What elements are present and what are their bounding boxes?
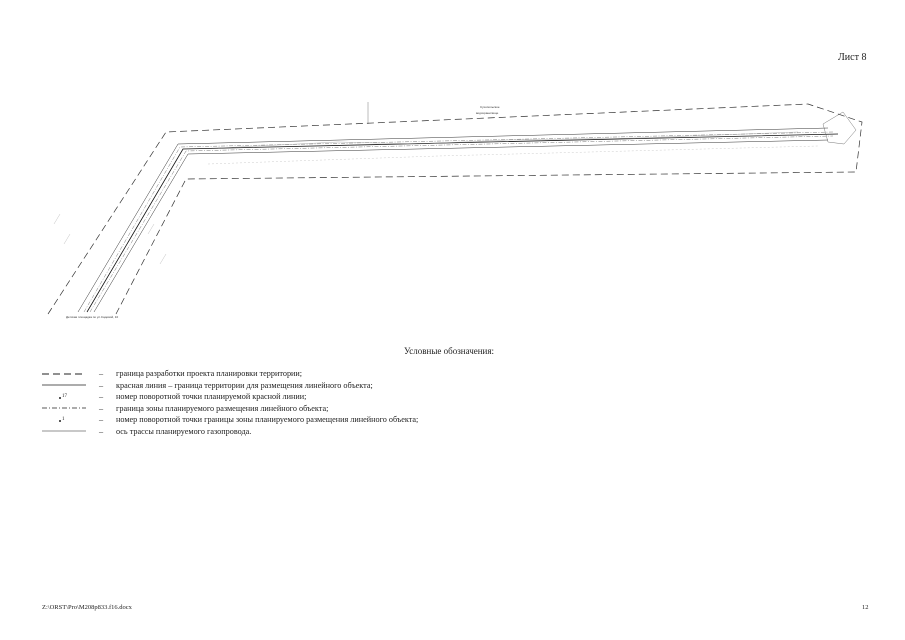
contour <box>53 213 167 265</box>
red-line-upper <box>77 127 829 313</box>
dash-dot-line-symbol <box>42 407 86 409</box>
road-edge <box>217 131 799 149</box>
legend-title: Условные обозначения: <box>404 346 495 356</box>
legend-item-text: граница разработки проекта планировки те… <box>116 369 303 379</box>
legend-item: 1 – номер поворотной точки границы зоны … <box>42 414 742 426</box>
footer-file-path: Z:\ORST\Pro\M208p833.f16.docx <box>42 604 132 611</box>
sheet-label: Лист 8 <box>838 52 867 63</box>
legend-item-text: ось трассы планируемого газопровода. <box>116 426 252 436</box>
legend-item-text: красная линия – граница территории для р… <box>116 380 373 390</box>
dashed-line-symbol <box>42 373 86 375</box>
bottom-left-label: Детская площадка по ул.Садовой, 10 <box>66 315 118 319</box>
zone-boundary-lower <box>89 135 834 313</box>
footer-page-number: 12 <box>862 604 869 611</box>
svg-text:1: 1 <box>62 417 65 422</box>
legend: – граница разработки проекта планировки … <box>42 368 742 437</box>
pipeline-axis <box>86 133 839 313</box>
svg-text:17: 17 <box>62 394 68 399</box>
thin-solid-line-symbol <box>42 430 86 432</box>
planning-boundary <box>47 103 863 315</box>
right-end-detail <box>822 111 857 145</box>
legend-item-text: номер поворотной точки границы зоны план… <box>116 415 419 425</box>
solid-line-symbol <box>42 384 86 386</box>
red-line-lower <box>93 139 829 313</box>
legend-item-text: граница зоны планируемого размещения лин… <box>116 403 329 413</box>
road-edge-2 <box>207 145 819 165</box>
site-plan-drawing: Сухопольское водохранилище Детская площа… <box>47 102 863 319</box>
zone-boundary-upper <box>83 131 834 313</box>
zone-point-symbol: 1 <box>59 417 65 422</box>
legend-item: – граница зоны планируемого размещения л… <box>42 403 742 415</box>
legend-item: – ось трассы планируемого газопровода. <box>42 426 742 438</box>
legend-item: 17 – номер поворотной точки планируемой … <box>42 391 742 403</box>
red-line-point-symbol: 17 <box>59 394 68 399</box>
legend-item: – граница разработки проекта планировки … <box>42 368 742 380</box>
north-label-2: водохранилище <box>476 111 499 115</box>
legend-item: – красная линия – граница территории для… <box>42 380 742 392</box>
north-label-1: Сухопольское <box>480 105 500 109</box>
legend-item-text: номер поворотной точки планируемой красн… <box>116 392 307 402</box>
